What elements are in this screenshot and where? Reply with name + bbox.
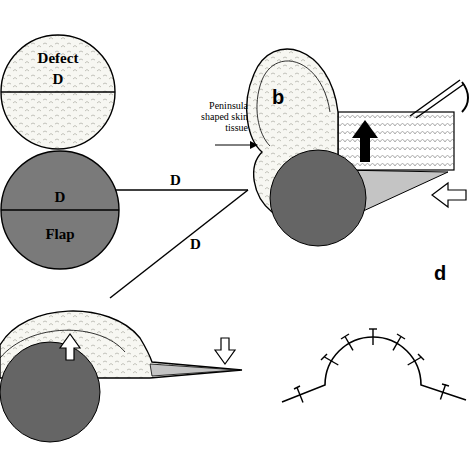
node-text: D bbox=[55, 189, 66, 206]
circle-outline bbox=[0, 150, 120, 270]
dimension-label: D bbox=[190, 236, 201, 253]
circle-node: D Flap bbox=[0, 150, 120, 270]
node-text: Flap bbox=[45, 226, 74, 243]
suture-line bbox=[282, 329, 466, 402]
panel-letter: b bbox=[272, 86, 284, 108]
node-text: Defect bbox=[38, 50, 79, 67]
panel-b-drawing bbox=[215, 49, 468, 246]
callout-label: Peninsula shaped skin tissue bbox=[190, 100, 248, 133]
panel-letter: d bbox=[434, 262, 446, 284]
panel-c-drawing bbox=[0, 311, 242, 442]
node-text: D bbox=[53, 71, 64, 88]
circle-node: DefectD bbox=[0, 34, 116, 150]
dimension-label: D bbox=[170, 172, 181, 189]
